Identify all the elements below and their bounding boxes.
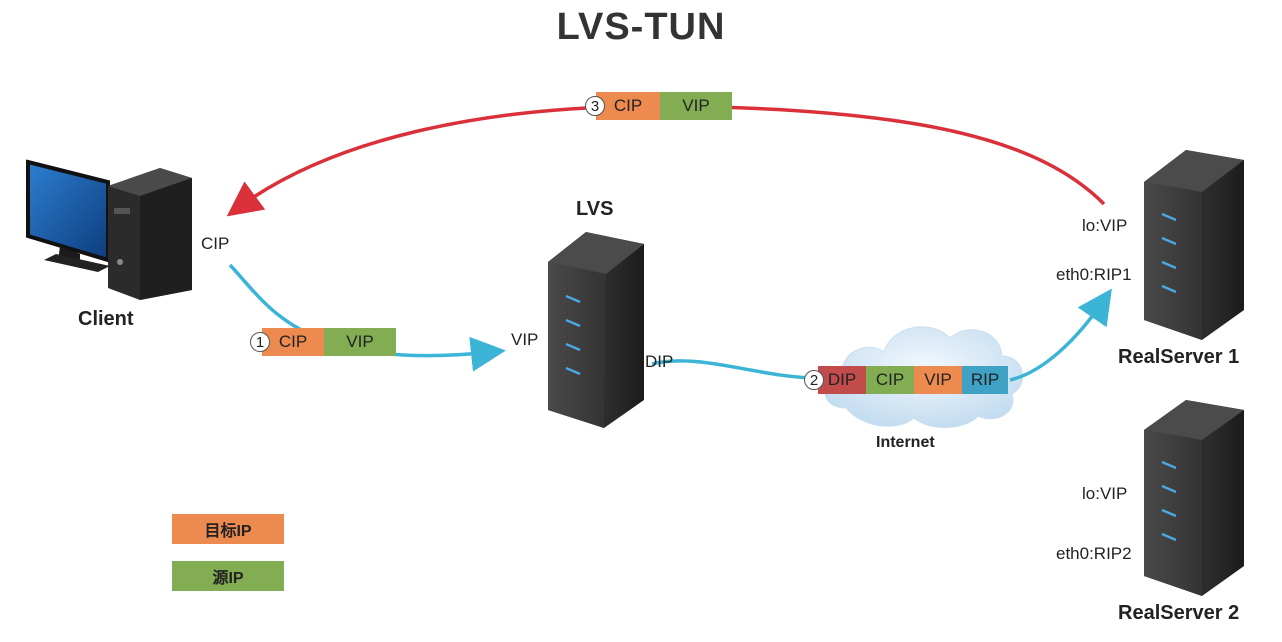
packet-2-step-badge: 2 [804,370,824,390]
packet-3: CIP VIP [596,92,732,120]
packet-2-outer-src-ip: DIP [818,366,866,394]
packet-3-step-badge: 3 [585,96,605,116]
packet-1: CIP VIP [262,328,396,356]
client-name-label: Client [78,308,134,330]
packet-1-step-badge: 1 [250,332,270,352]
realserver2-server-icon [1144,400,1244,596]
realserver2-lo-label: lo:VIP [1082,484,1128,503]
lvs-dip-label: DIP [645,352,674,371]
packet-1-src-ip: VIP [324,328,396,356]
packet-2-inner-src-ip: CIP [866,366,914,394]
realserver1-eth-label: eth0:RIP1 [1056,265,1132,284]
lvs-vip-label: VIP [511,330,539,349]
diagram-title: LVS-TUN [556,6,726,48]
packet-3-src-ip: VIP [660,92,732,120]
packet-2-inner-dst-ip: VIP [914,366,962,394]
legend-src-ip: 源IP [172,561,284,591]
packet-3-dst-ip: CIP [596,92,660,120]
packet-1-dst-ip: CIP [262,328,324,356]
legend-dst-ip: 目标IP [172,514,284,544]
realserver1-lo-label: lo:VIP [1082,216,1128,235]
realserver2-name-label: RealServer 2 [1118,602,1240,624]
packet-2: DIP CIP VIP RIP [818,366,1008,394]
tunnel-arrow-lvs-to-internet [651,359,819,380]
client-computer-icon [26,159,192,300]
tunnel-arrow-internet-to-realserver1 [1009,288,1112,382]
packet-2-outer-dst-ip: RIP [962,366,1008,394]
internet-label: Internet [876,434,935,451]
lvs-server-icon [548,232,644,428]
response-arrow-realserver1-to-client [226,104,1106,217]
client-ip-label: CIP [201,234,230,253]
realserver1-server-icon [1144,150,1244,340]
lvs-name-label: LVS [576,198,614,220]
realserver1-name-label: RealServer 1 [1118,346,1240,368]
realserver2-eth-label: eth0:RIP2 [1056,544,1132,563]
